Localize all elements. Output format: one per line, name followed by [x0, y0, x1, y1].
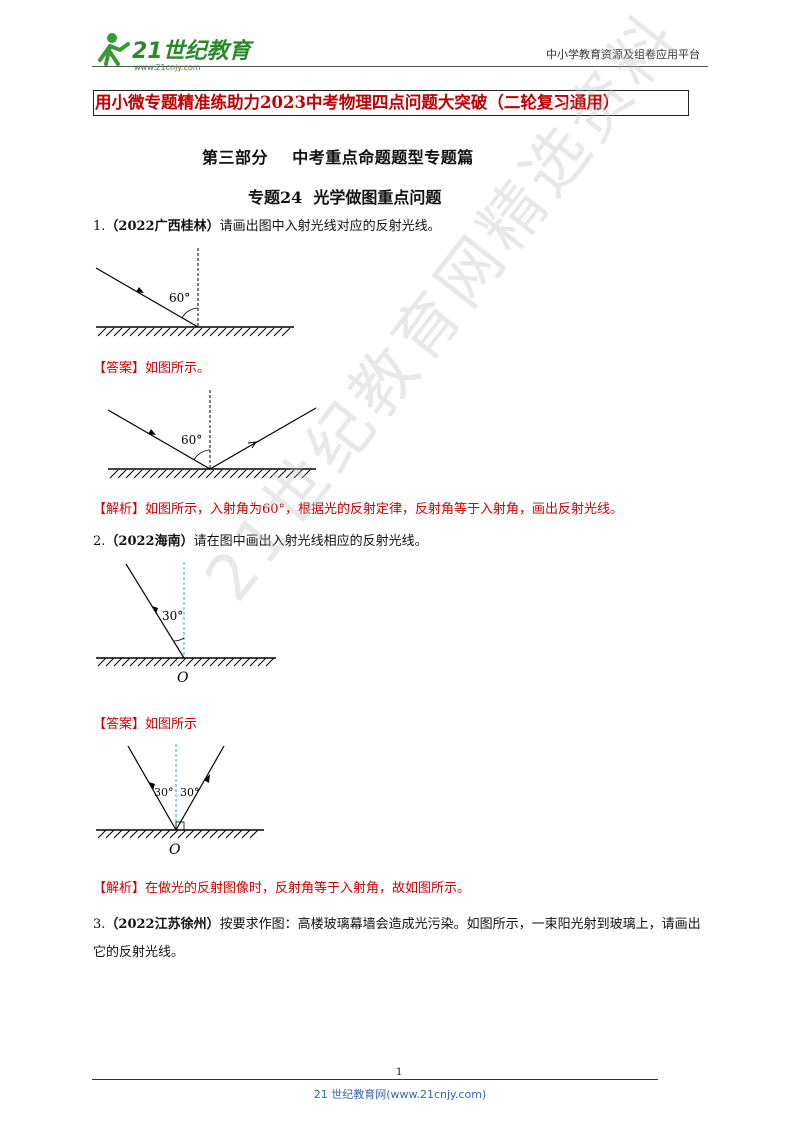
reflected-ray: [175, 745, 225, 831]
logo-text: 21世纪教育: [132, 38, 255, 64]
reflected-ray: [209, 407, 317, 470]
question-text: 按要求作图：高楼玻璃幕墙会造成光污染。如图所示，一束阳光射到玻璃上，请画出它的反…: [93, 917, 701, 960]
angle-label-right: 30°: [180, 786, 200, 799]
arrow-icon: [149, 782, 155, 790]
angle-label: 60°: [181, 433, 202, 447]
footer-divider: [92, 1079, 658, 1080]
question-source: （2022广西桂林）: [105, 219, 220, 234]
question-2: 2.（2022海南）请在图中画出入射光线相应的反射光线。: [93, 532, 428, 552]
q2-answer-figure: 30° 30° O: [96, 744, 264, 858]
question-text: 请画出图中入射光线对应的反射光线。: [219, 219, 441, 234]
analysis-tag: 【解析】: [93, 881, 146, 896]
analysis-text: 在做光的反射图像时，反射角等于入射角，故如图所示。: [145, 881, 471, 896]
header-platform-text: 中小学教育资源及组卷应用平台: [546, 48, 700, 61]
question-source: （2022江苏徐州）: [105, 917, 220, 932]
part-title: 第三部分 中考重点命题题型专题篇: [202, 148, 474, 167]
arrow-icon: [204, 774, 210, 783]
q1-answer-figure: 60°: [107, 390, 317, 479]
question-text: 请在图中画出入射光线相应的反射光线。: [193, 534, 428, 549]
q1-figure: 60°: [95, 248, 294, 337]
header-divider: [92, 66, 708, 67]
question-number: 1.: [93, 219, 106, 234]
site-logo: 21世纪教育 www.21cnjy.com: [98, 33, 255, 72]
question-source: （2022海南）: [105, 534, 194, 549]
incident-ray: [107, 409, 211, 470]
q2-answer: 【答案】如图所示: [93, 715, 197, 735]
page-number: 1: [396, 1067, 403, 1078]
question-number: 2.: [93, 534, 106, 549]
mirror-surface: [108, 468, 316, 479]
document-banner-title: 用小微专题精准练助力2023中考物理四点问题大突破（二轮复习通用）: [93, 90, 689, 116]
angle-arc: [193, 449, 211, 461]
analysis-tag: 【解析】: [93, 502, 146, 517]
logo-url: www.21cnjy.com: [134, 63, 201, 72]
analysis-text: 如图所示，入射角为60°，根据光的反射定律，反射角等于入射角，画出反射光线。: [145, 502, 624, 517]
answer-text: 如图所示。: [145, 361, 211, 376]
angle-label: 30°: [162, 609, 183, 623]
question-number: 3.: [93, 917, 106, 932]
footer-text: 21 世纪教育网(www.21cnjy.com): [313, 1088, 487, 1101]
mirror-surface: [96, 829, 264, 839]
angle-arc: [181, 307, 199, 319]
answer-tag: 【答案】: [93, 717, 146, 732]
arrow-icon: [247, 441, 258, 449]
question-3: 3.（2022江苏徐州）按要求作图：高楼玻璃幕墙会造成光污染。如图所示，一束阳光…: [93, 911, 713, 967]
q1-analysis: 【解析】如图所示，入射角为60°，根据光的反射定律，反射角等于入射角，画出反射光…: [93, 500, 623, 520]
arrow-icon: [136, 287, 144, 293]
runner-icon: [98, 33, 130, 66]
incident-ray: [95, 267, 199, 328]
q1-answer: 【答案】如图所示。: [93, 359, 210, 379]
angle-label: 60°: [169, 291, 190, 305]
q2-analysis: 【解析】在做光的反射图像时，反射角等于入射角，故如图所示。: [93, 879, 470, 899]
question-1: 1.（2022广西桂林）请画出图中入射光线对应的反射光线。: [93, 217, 441, 237]
arrow-icon: [148, 429, 156, 435]
angle-arc: [173, 637, 185, 642]
answer-tag: 【答案】: [93, 361, 146, 376]
angle-label-left: 30°: [154, 786, 174, 799]
mirror-surface: [96, 657, 276, 667]
topic-title: 专题24 光学做图重点问题: [248, 188, 442, 207]
q2-figure: 30° O: [96, 562, 276, 686]
answer-text: 如图所示: [145, 717, 198, 732]
mirror-surface: [96, 326, 294, 337]
point-label: O: [177, 670, 189, 686]
arrow-icon: [152, 606, 158, 614]
point-label: O: [169, 842, 181, 858]
